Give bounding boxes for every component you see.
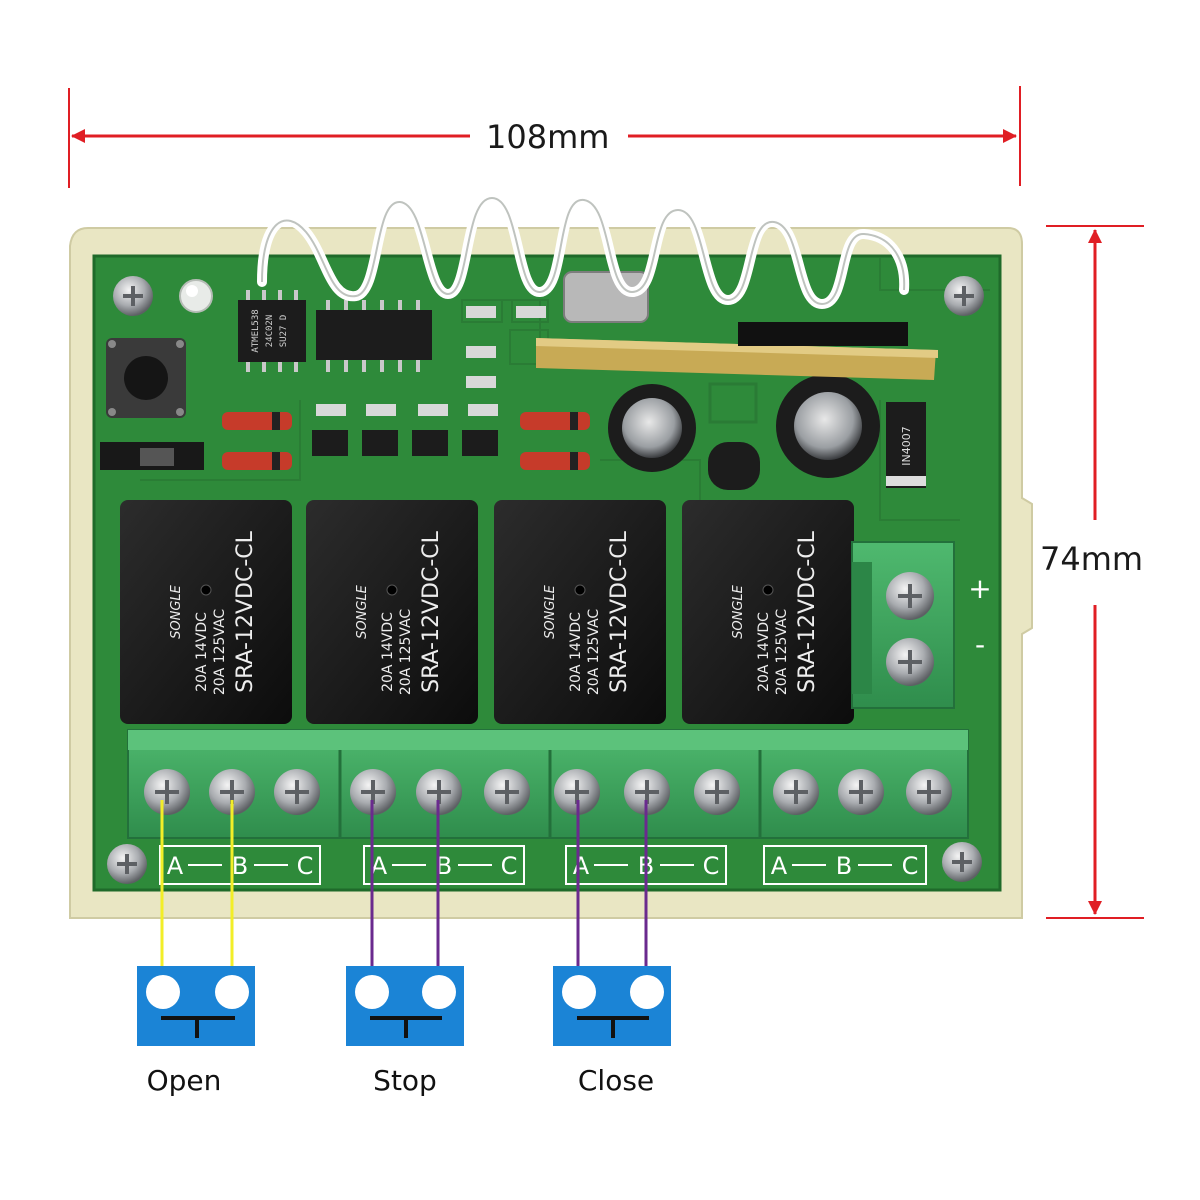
- power-diode-label: IN4007: [900, 426, 913, 465]
- close-switch-label: Close: [577, 1064, 655, 1097]
- relay-rating-2: 20A 125VAC: [212, 609, 228, 696]
- smd-resistors: [316, 306, 546, 416]
- screw-icon: [906, 769, 952, 815]
- screw-icon: [274, 769, 320, 815]
- decoder-chip: [316, 300, 432, 372]
- capacitor-icon: [608, 384, 696, 472]
- screw-icon: [838, 769, 884, 815]
- terminal-c-label: C: [703, 852, 720, 880]
- screw-icon: [144, 769, 190, 815]
- chip-label-2: 24C02N: [265, 315, 275, 348]
- terminal-a-label: A: [771, 852, 788, 880]
- screw-icon: [694, 769, 740, 815]
- width-dimension-label: 108mm: [486, 118, 610, 156]
- capacitor-icon: [776, 374, 880, 478]
- terminal-a-label: A: [573, 852, 590, 880]
- width-dimension: [68, 86, 1021, 188]
- screw-icon: [944, 276, 984, 316]
- relay-rating-1: 20A 14VDC: [380, 612, 396, 692]
- learn-button[interactable]: [106, 338, 186, 418]
- rf-receiver-module: [536, 271, 938, 380]
- led-icon: [179, 279, 213, 313]
- height-dimension-label: 74mm: [1040, 540, 1144, 578]
- height-dimension: [1046, 225, 1144, 919]
- chip-label-3: SU27 D: [279, 315, 289, 348]
- relay-rating-2: 20A 125VAC: [398, 609, 414, 696]
- screw-icon: [416, 769, 462, 815]
- diodes: [222, 412, 590, 470]
- relay: SRA-12VDC-CL SONGLE 20A 14VDC 20A 125VAC: [682, 500, 854, 724]
- close-switch[interactable]: [553, 966, 671, 1046]
- screw-icon: [773, 769, 819, 815]
- power-minus-label: -: [975, 628, 985, 661]
- jumper-header[interactable]: [100, 442, 204, 470]
- screw-icon: [942, 842, 982, 882]
- antenna-wire-outline: [261, 196, 906, 306]
- terminal-c-label: C: [297, 852, 314, 880]
- terminal-a-label: A: [167, 852, 184, 880]
- relay: SRA-12VDC-CL SONGLE 20A 14VDC 20A 125VAC: [494, 500, 666, 724]
- screw-icon: [484, 769, 530, 815]
- terminal-labels: A B C A B C A B C A B C: [159, 845, 927, 885]
- relay-model: SRA-12VDC-CL: [233, 530, 258, 693]
- transistors: [312, 430, 498, 456]
- wires: [160, 800, 648, 990]
- eeprom-chip: ATMEL538 24C02N SU27 D: [238, 290, 306, 372]
- open-switch-label: Open: [146, 1064, 222, 1097]
- terminal-c-label: C: [902, 852, 919, 880]
- power-terminal-block: [851, 541, 955, 709]
- relay: SRA-12VDC-CL SONGLE 20A 14VDC 20A 125VAC: [306, 500, 478, 724]
- mounting-screws: [107, 276, 984, 884]
- screw-icon: [113, 276, 153, 316]
- relay-rating-1: 20A 14VDC: [756, 612, 772, 692]
- relay-model: SRA-12VDC-CL: [419, 530, 444, 693]
- relay-rating-1: 20A 14VDC: [194, 612, 210, 692]
- power-plus-label: +: [968, 572, 991, 605]
- power-diode: IN4007: [886, 402, 926, 488]
- open-switch[interactable]: [137, 966, 255, 1046]
- relay-brand: SONGLE: [543, 584, 558, 639]
- relay: SRA-12VDC-CL SONGLE 20A 14VDC 20A 125VAC: [120, 500, 292, 724]
- relay-brand: SONGLE: [731, 584, 746, 639]
- stop-switch-label: Stop: [373, 1064, 437, 1097]
- terminal-b-label: B: [436, 852, 452, 880]
- stop-switch[interactable]: [346, 966, 464, 1046]
- terminal-c-label: C: [501, 852, 518, 880]
- terminal-a-label: A: [371, 852, 388, 880]
- output-terminal-strip: [127, 729, 969, 839]
- screw-icon: [554, 769, 600, 815]
- screw-icon[interactable]: [886, 572, 934, 620]
- relay-rating-2: 20A 125VAC: [586, 609, 602, 696]
- relay-model: SRA-12VDC-CL: [795, 530, 820, 693]
- relay-rating-1: 20A 14VDC: [568, 612, 584, 692]
- chip-label-1: ATMEL538: [251, 309, 261, 352]
- terminal-b-label: B: [836, 852, 852, 880]
- relay-rating-2: 20A 125VAC: [774, 609, 790, 696]
- relay-brand: SONGLE: [355, 584, 370, 639]
- relay-model: SRA-12VDC-CL: [607, 530, 632, 693]
- terminal-screws[interactable]: [144, 769, 952, 815]
- screw-icon: [107, 844, 147, 884]
- terminal-b-label: B: [232, 852, 248, 880]
- screw-icon[interactable]: [886, 638, 934, 686]
- voltage-regulator: [708, 382, 760, 490]
- relay-brand: SONGLE: [169, 584, 184, 639]
